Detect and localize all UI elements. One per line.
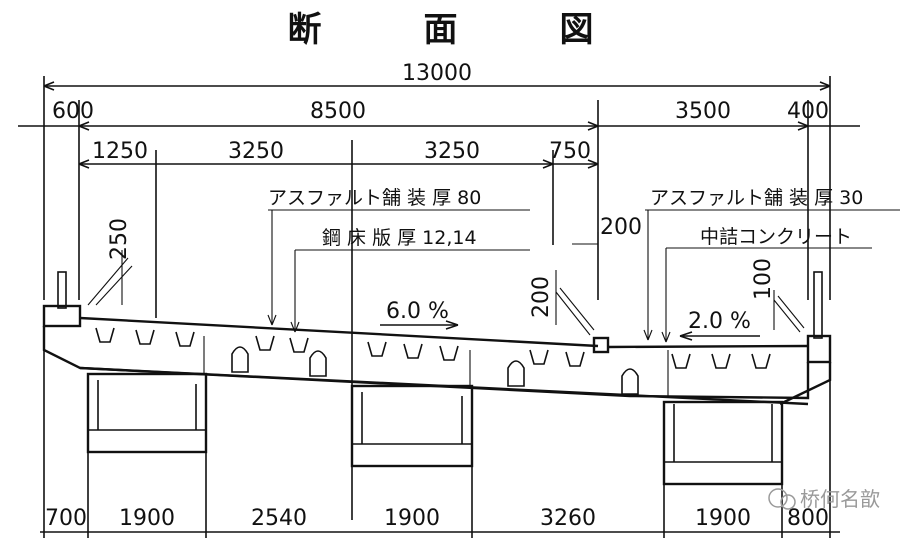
dim-3250-right: 3250 [424, 139, 480, 164]
label-asphalt-80: アスファルト舗 装 厚 80 [268, 187, 481, 209]
dim-1250: 1250 [92, 139, 148, 164]
dim-800: 800 [787, 506, 829, 531]
deck-ribs [95, 327, 771, 369]
deck-section [42, 271, 832, 406]
dim-1900-right: 1900 [695, 506, 751, 531]
web-openings [231, 346, 639, 395]
dim-3500: 3500 [675, 99, 731, 124]
watermark-text: 桥何名歆 [800, 487, 880, 511]
dim-1900-left: 1900 [119, 506, 175, 531]
dim-400: 400 [787, 99, 829, 124]
annotation-leaders [267, 209, 900, 343]
dim-3260: 3260 [540, 506, 596, 531]
dim-200-left: 200 [529, 276, 554, 318]
dim-1900-mid: 1900 [384, 506, 440, 531]
label-steel-deck: 鋼 床 版 厚 12,14 [322, 227, 477, 249]
dim-100: 100 [751, 258, 776, 300]
dim-8500: 8500 [310, 99, 366, 124]
dim-600: 600 [52, 99, 94, 124]
small-vertical-dims [87, 232, 805, 336]
dim-700: 700 [45, 506, 87, 531]
bottom-dimension-lines [40, 350, 840, 538]
dim-250: 250 [107, 218, 132, 260]
dim-2540: 2540 [251, 506, 307, 531]
dim-750: 750 [549, 139, 591, 164]
slope-arrows [380, 320, 760, 341]
slope-2-percent: 2.0 % [688, 309, 751, 334]
dim-3250-left: 3250 [228, 139, 284, 164]
label-asphalt-30: アスファルト舗 装 厚 30 [650, 187, 863, 209]
piers [86, 372, 784, 486]
dim-13000: 13000 [402, 61, 472, 86]
label-infill-concrete: 中詰コンクリート [700, 226, 852, 248]
dim-200-right: 200 [600, 215, 642, 240]
drawing-title: 断 面 図 [287, 10, 628, 50]
slope-6-percent: 6.0 % [386, 299, 449, 324]
watermark: 桥何名歆 [768, 487, 880, 511]
